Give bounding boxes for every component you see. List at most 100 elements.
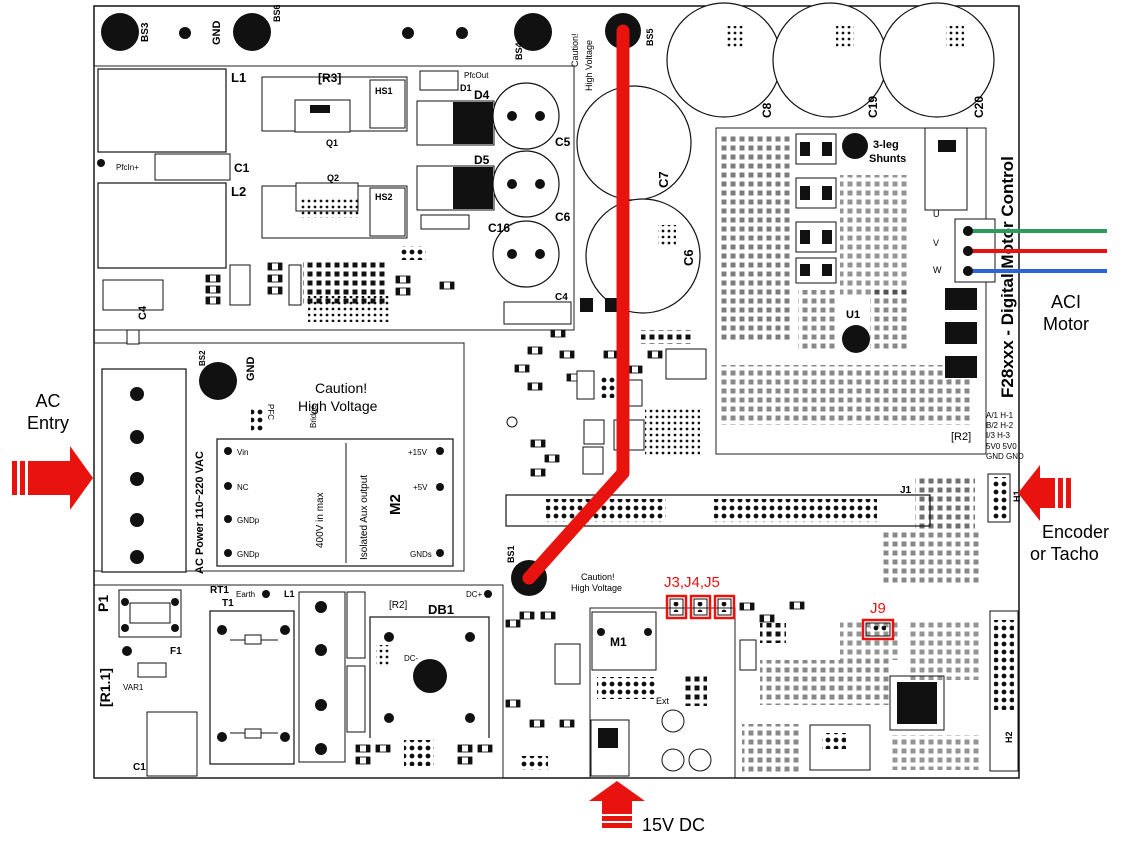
cap-c2 xyxy=(346,591,366,659)
label-phase-w: W xyxy=(933,265,942,275)
jumper-j4 xyxy=(693,598,708,616)
label-dcplus: DC+ xyxy=(466,590,483,599)
highlight-j9 xyxy=(861,618,895,641)
m2-pin-gndp1: GNDp xyxy=(237,516,260,525)
jumper-j3 xyxy=(669,598,684,616)
standoff-bs3 xyxy=(101,13,139,51)
high-voltage-bus-line xyxy=(511,13,641,596)
label-c4-left: C4 xyxy=(137,305,149,320)
label-bs3: BS3 xyxy=(140,22,151,42)
label-revision: [R1.1] xyxy=(97,668,113,707)
caution-line2-left: High Voltage xyxy=(298,398,378,414)
shunt-standoff xyxy=(842,133,868,159)
label-dcminus: DC- xyxy=(404,654,419,663)
label-l1: L1 xyxy=(231,70,246,85)
label-aux-out: Isolated Aux output xyxy=(359,475,370,560)
label-earth: Earth xyxy=(236,590,255,599)
ground-pad xyxy=(179,27,191,39)
db1-mounting-hole xyxy=(413,659,447,693)
label-board-model: F28xxx - Digital Motor Control xyxy=(998,156,1017,398)
label-hs2: HS2 xyxy=(375,192,393,202)
standoff-bs2 xyxy=(199,362,237,400)
dc-input-arrow xyxy=(589,781,645,828)
m2-pin-gnds: GNDs xyxy=(410,550,432,559)
u1-standoff xyxy=(842,325,870,353)
label-q2: Q2 xyxy=(327,173,339,183)
caution-line2-center: High Voltage xyxy=(571,583,622,593)
label-aci-motor: ACI Motor xyxy=(1026,291,1106,335)
earth-pad xyxy=(262,590,270,598)
label-d1: D1 xyxy=(460,83,472,93)
caution-line1-top: Caution! xyxy=(570,33,580,67)
label-pfcout: PfcOut xyxy=(464,71,489,80)
fuse-f1 xyxy=(129,602,171,624)
label-h1: H1 xyxy=(1012,490,1022,502)
label-bs6: BS6 xyxy=(272,4,282,22)
cap-c6-small xyxy=(492,150,560,218)
label-aux-max: 400V in max xyxy=(315,492,326,548)
label-c7: C7 xyxy=(656,171,671,188)
input-section xyxy=(93,584,504,779)
label-bs4: BS4 xyxy=(514,42,524,60)
label-db1: DB1 xyxy=(428,602,454,617)
jumper-j9 xyxy=(865,622,891,637)
pad-top-mid2 xyxy=(456,27,468,39)
highlight-j4 xyxy=(689,594,712,620)
label-t1: T1 xyxy=(222,598,234,609)
cap-c16 xyxy=(492,220,560,288)
heatsink-hs1 xyxy=(369,79,406,129)
hall-pin-2: B/2 H-2 xyxy=(986,421,1014,430)
m2-pin-gndp2: GNDp xyxy=(237,550,260,559)
highlight-j3 xyxy=(665,594,688,620)
mcu-chip xyxy=(897,682,937,724)
label-c4-right: C4 xyxy=(555,292,568,303)
label-ac-power: AC Power 110~220 VAC xyxy=(194,451,206,574)
ac-entry-arrow xyxy=(12,446,93,510)
label-l1-bottom: L1 xyxy=(284,589,295,599)
cap-c3 xyxy=(346,665,366,733)
label-bs5: BS5 xyxy=(645,28,655,46)
label-h2: H2 xyxy=(1004,731,1014,743)
label-r2-db1: [R2] xyxy=(389,600,408,611)
label-encoder-line2: or Tacho xyxy=(1030,544,1099,564)
cap-c8 xyxy=(666,2,782,118)
ac-section xyxy=(93,342,465,572)
standoff-bs6 xyxy=(233,13,271,51)
label-pfcin: PfcIn+ xyxy=(116,163,139,172)
encoder-arrow xyxy=(1018,465,1071,521)
label-d5: D5 xyxy=(474,153,490,167)
label-encoder-line1: Encoder xyxy=(1042,522,1110,542)
resistor-pr1 xyxy=(420,214,470,230)
label-aci-motor-line1: ACI xyxy=(1050,292,1081,312)
diode-d1 xyxy=(419,70,459,91)
label-gnd-top: GND xyxy=(211,21,223,46)
cap-c4-right xyxy=(503,301,572,325)
caution-line1-center: Caution! xyxy=(581,572,615,582)
cap-c5 xyxy=(492,82,560,150)
label-m2: M2 xyxy=(387,494,404,515)
cap-c20 xyxy=(879,2,995,118)
power-stage-section xyxy=(715,127,987,455)
label-c20: C20 xyxy=(972,96,986,118)
pfc-section xyxy=(93,65,575,331)
label-shunts-1: 3-leg xyxy=(873,139,899,151)
label-c1-top: C1 xyxy=(234,161,250,175)
inductor-l2 xyxy=(97,182,227,269)
label-hs1: HS1 xyxy=(375,86,393,96)
label-l2: L2 xyxy=(231,184,246,199)
label-c1-bottom: C1 xyxy=(133,762,146,773)
label-ac-entry-line1: AC xyxy=(35,391,61,411)
label-encoder: Encoder or Tacho xyxy=(1030,521,1128,565)
label-c5: C5 xyxy=(555,135,571,149)
label-shunts-2: Shunts xyxy=(869,153,906,165)
pad-top-mid xyxy=(402,27,414,39)
label-c19: C19 xyxy=(866,96,880,118)
label-bs1: BS1 xyxy=(506,545,516,563)
label-c6-large: C6 xyxy=(681,249,696,266)
label-var1: VAR1 xyxy=(123,683,144,692)
label-gnd-bs2: GND xyxy=(245,357,257,382)
label-ac-entry-line2: Entry xyxy=(26,413,69,433)
label-pfc-jumper: PFC xyxy=(266,404,275,420)
resistor-pr2 xyxy=(580,298,593,312)
